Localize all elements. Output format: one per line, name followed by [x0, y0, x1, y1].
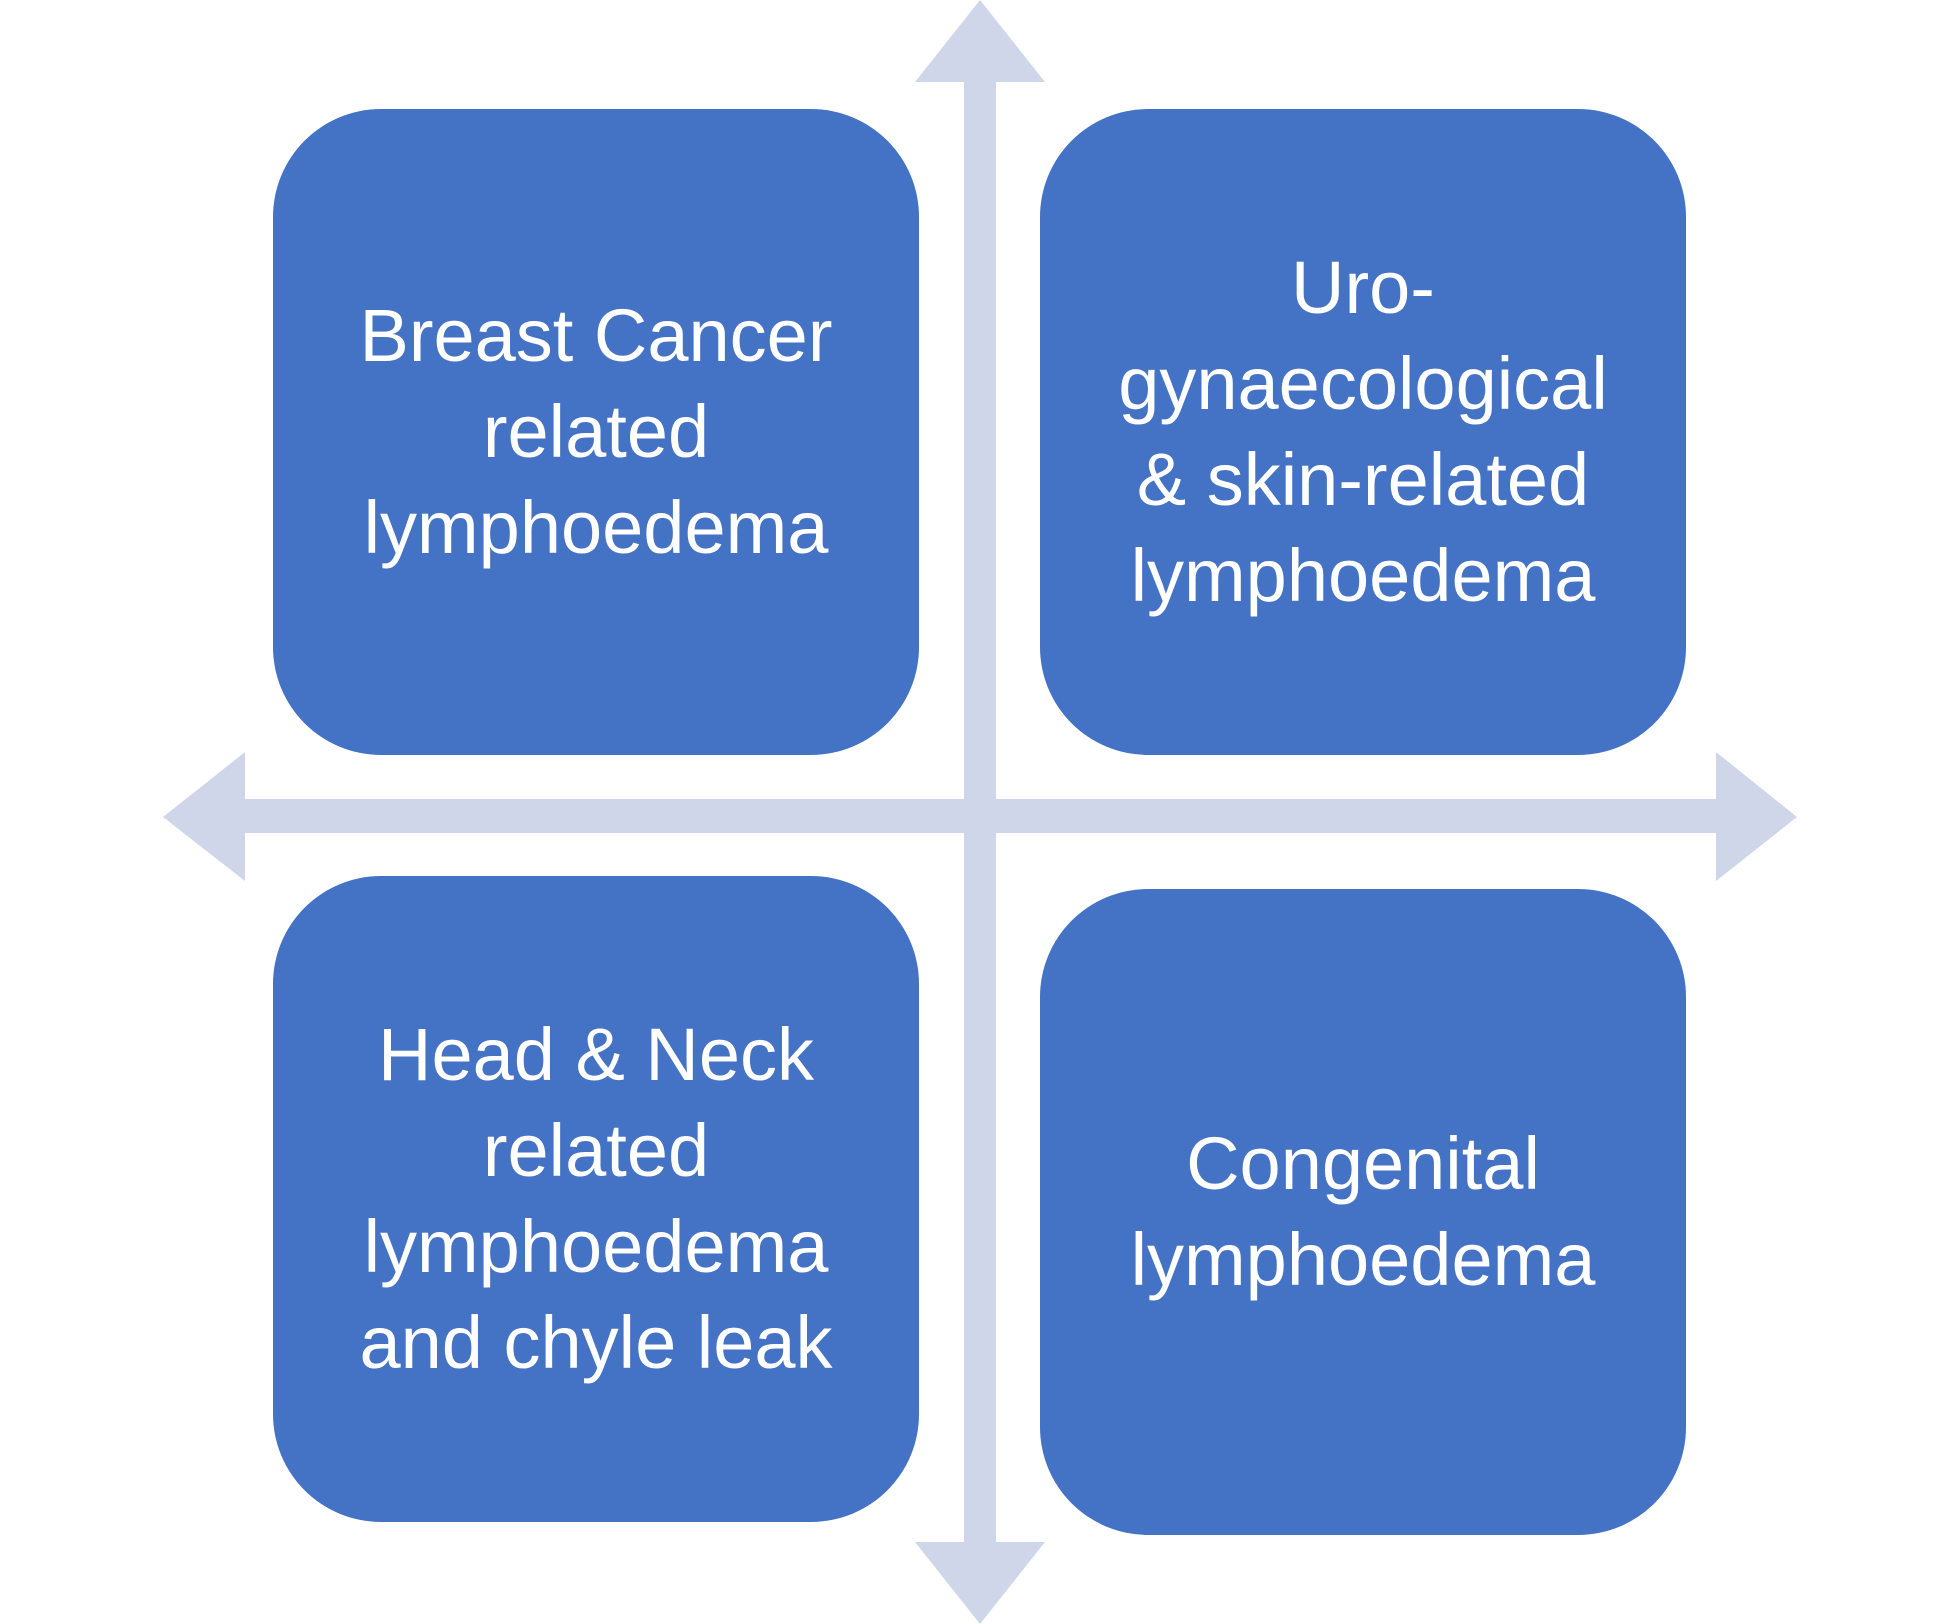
quadrant-congenital: Congenital lymphoedema — [1040, 889, 1686, 1535]
quadrant-head-neck: Head & Neck related lymphoedema and chyl… — [273, 876, 919, 1522]
quadrant-uro-gynaecological: Uro- gynaecological & skin-related lymph… — [1040, 109, 1686, 755]
quadrant-label: Breast Cancer related lymphoedema — [359, 294, 833, 569]
quadrant-label: Head & Neck related lymphoedema and chyl… — [359, 1013, 833, 1384]
quadrant-breast-cancer: Breast Cancer related lymphoedema — [273, 109, 919, 755]
horizontal-double-arrow — [163, 752, 1797, 881]
quadrant-label: Uro- gynaecological & skin-related lymph… — [1118, 246, 1608, 617]
quadrant-label: Congenital lymphoedema — [1130, 1122, 1596, 1301]
